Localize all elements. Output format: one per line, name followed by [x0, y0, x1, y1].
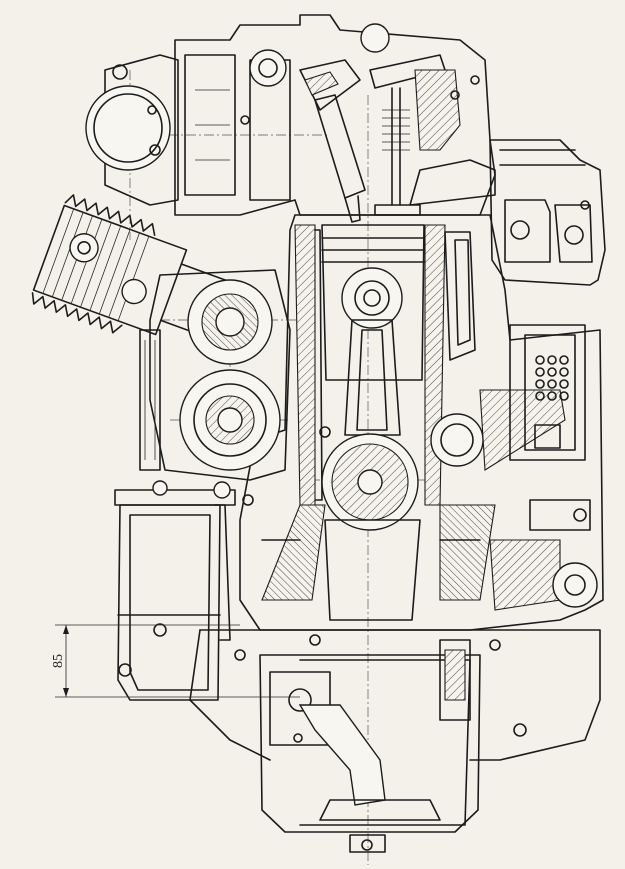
cylinder-head — [174, 14, 496, 223]
intake-manifold — [85, 54, 179, 206]
air-compressor — [31, 194, 234, 341]
fasteners — [234, 75, 590, 661]
filter-cells — [535, 355, 569, 401]
dimension-label: 85 — [51, 654, 66, 668]
oil-filter — [114, 480, 236, 701]
oil-pan — [189, 629, 601, 853]
cylinder-block — [239, 214, 604, 631]
dimension-85: 85 — [51, 624, 300, 698]
exhaust-manifold — [489, 139, 606, 286]
gear-housing — [139, 269, 291, 481]
